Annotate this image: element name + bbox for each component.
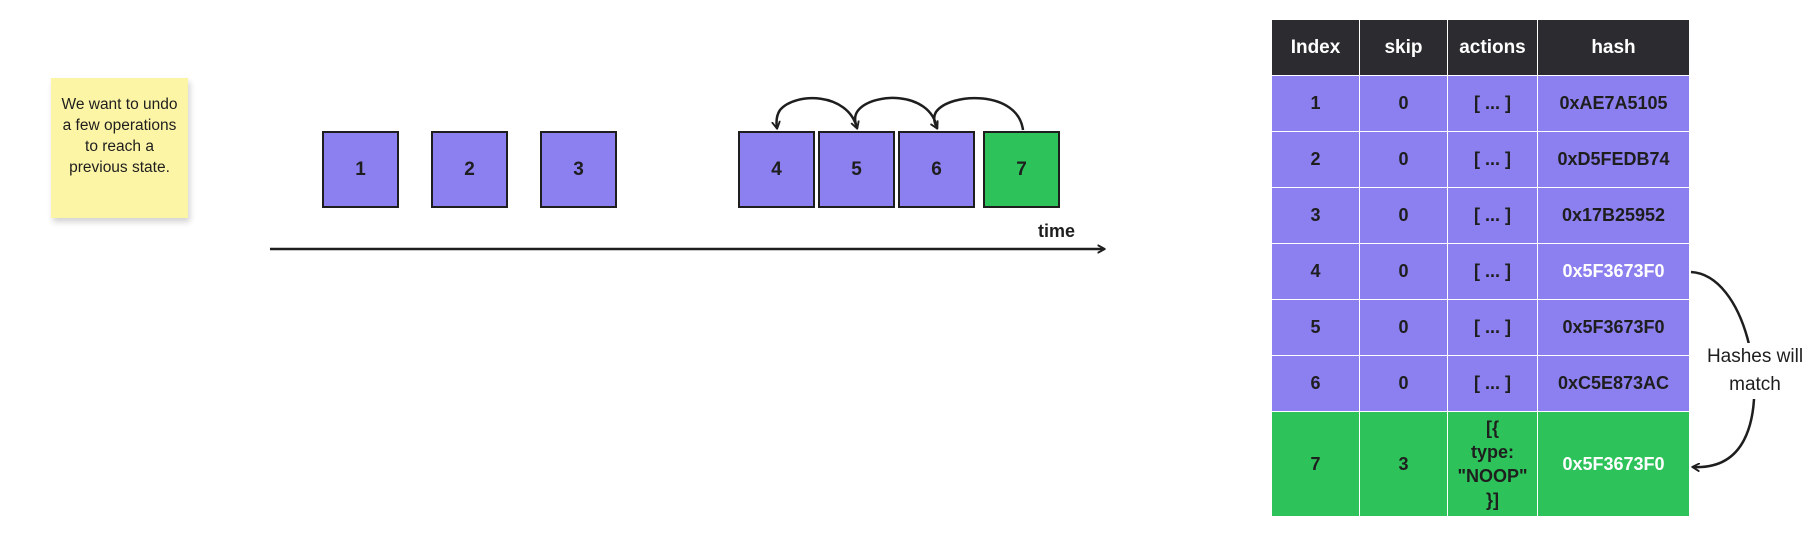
cell-actions: [ ... ]	[1447, 243, 1538, 300]
cell-skip: 0	[1359, 299, 1448, 356]
header-hash: hash	[1537, 19, 1690, 76]
cell-index: 3	[1271, 187, 1360, 244]
time-axis-label: time	[1038, 221, 1076, 241]
cell-index: 1	[1271, 75, 1360, 132]
cell-index: 5	[1271, 299, 1360, 356]
hashes-match-annotation: Hashes will match	[1700, 343, 1810, 399]
cell-skip: 0	[1359, 187, 1448, 244]
cell-skip: 3	[1359, 411, 1448, 517]
header-index: Index	[1271, 19, 1360, 76]
cell-actions: [ ... ]	[1447, 131, 1538, 188]
table-header-row: Index skip actions hash	[1271, 19, 1690, 76]
cell-skip: 0	[1359, 355, 1448, 412]
timeline-block-3: 3	[540, 131, 617, 208]
timeline-block-5: 5	[818, 131, 895, 208]
header-skip: skip	[1359, 19, 1448, 76]
cell-skip: 0	[1359, 243, 1448, 300]
cell-hash: 0x5F3673F0	[1537, 243, 1690, 300]
skip-arrow-5-to-4	[776, 97, 859, 128]
cell-actions: [ ... ]	[1447, 75, 1538, 132]
cell-actions: [ ... ]	[1447, 355, 1538, 412]
table-row: 3 0 [ ... ] 0x17B25952	[1271, 187, 1690, 244]
table-row: 6 0 [ ... ] 0xC5E873AC	[1271, 355, 1690, 412]
history-table: Index skip actions hash 1 0 [ ... ] 0xAE…	[1271, 19, 1690, 517]
cell-actions: [ ... ]	[1447, 187, 1538, 244]
cell-actions: [ ... ]	[1447, 299, 1538, 356]
noop-action-line: type:	[1470, 442, 1514, 462]
table-row: 4 0 [ ... ] 0x5F3673F0	[1271, 243, 1690, 300]
sticky-note: We want to undo a few operations to reac…	[51, 78, 188, 218]
cell-hash: 0xAE7A5105	[1537, 75, 1690, 132]
header-actions: actions	[1447, 19, 1538, 76]
cell-index: 6	[1271, 355, 1360, 412]
cell-index: 4	[1271, 243, 1360, 300]
skip-arrow-6-to-5	[855, 96, 939, 128]
hash-match-arrow	[1690, 270, 1756, 467]
table-row: 1 0 [ ... ] 0xAE7A5105	[1271, 75, 1690, 132]
cell-skip: 0	[1359, 75, 1448, 132]
table-row: 5 0 [ ... ] 0x5F3673F0	[1271, 299, 1690, 356]
noop-action-line: }]	[1486, 490, 1499, 510]
skip-arrow-7-to-6	[934, 96, 1025, 131]
table-row: 2 0 [ ... ] 0xD5FEDB74	[1271, 131, 1690, 188]
timeline-block-4: 4	[738, 131, 815, 208]
cell-index: 7	[1271, 411, 1360, 517]
noop-action-line: [{	[1486, 418, 1499, 438]
cell-actions: [{ type: "NOOP" }]	[1447, 411, 1538, 517]
cell-skip: 0	[1359, 131, 1448, 188]
cell-hash: 0xD5FEDB74	[1537, 131, 1690, 188]
cell-hash: 0x5F3673F0	[1537, 411, 1690, 517]
table-row: 7 3 [{ type: "NOOP" }] 0x5F3673F0	[1271, 411, 1690, 517]
timeline-block-1: 1	[322, 131, 399, 208]
cell-hash: 0xC5E873AC	[1537, 355, 1690, 412]
timeline-block-2: 2	[431, 131, 508, 208]
cell-hash: 0x5F3673F0	[1537, 299, 1690, 356]
cell-hash: 0x17B25952	[1537, 187, 1690, 244]
timeline-block-7: 7	[983, 131, 1060, 208]
cell-index: 2	[1271, 131, 1360, 188]
timeline-block-6: 6	[898, 131, 975, 208]
noop-action-line: "NOOP"	[1457, 466, 1528, 486]
